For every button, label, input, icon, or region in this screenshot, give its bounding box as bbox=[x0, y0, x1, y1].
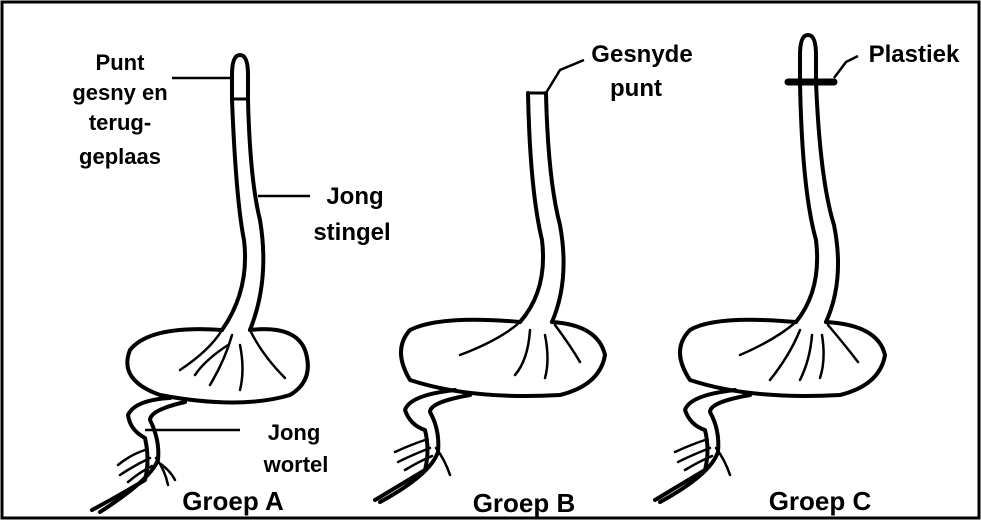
seedling-a-stem-right bbox=[248, 100, 263, 330]
label-punt-2: gesny en bbox=[72, 80, 167, 105]
seedling-c-stem-left bbox=[796, 82, 817, 322]
seedling-b-root-right bbox=[380, 395, 470, 502]
seedling-b-seed bbox=[401, 320, 605, 396]
seedling-b-stem-left bbox=[520, 93, 543, 322]
seedling-a-tip bbox=[232, 55, 248, 100]
seedling-b bbox=[375, 93, 605, 502]
label-punt-1: Punt bbox=[96, 50, 146, 75]
label-gesnyde-2: punt bbox=[610, 75, 662, 102]
seedling-b-inner-roots bbox=[460, 322, 580, 378]
seedling-a-root-right bbox=[100, 402, 185, 512]
leader-plastiek bbox=[834, 56, 858, 78]
seedling-c-inner-roots bbox=[740, 322, 858, 380]
label-jong-wortel-2: wortel bbox=[263, 452, 329, 477]
seedling-a-seed bbox=[127, 329, 308, 402]
seedling-c-tip bbox=[800, 35, 816, 82]
group-a-label: Groep A bbox=[182, 486, 284, 516]
seedling-b-stem-right bbox=[546, 93, 564, 322]
seedling-a-inner-roots bbox=[180, 330, 285, 390]
seedling-c-root-left bbox=[655, 390, 735, 500]
group-c-label: Groep C bbox=[769, 486, 872, 516]
label-gesnyde-1: Gesnyde bbox=[591, 41, 692, 68]
label-jong-stingel-2: stingel bbox=[313, 219, 390, 246]
seedling-b-root-left bbox=[375, 390, 455, 500]
label-jong-stingel-1: Jong bbox=[326, 183, 383, 210]
leader-gesnyde-punt bbox=[546, 60, 584, 93]
seedling-a-stem-left bbox=[222, 100, 245, 330]
label-plastiek: Plastiek bbox=[869, 41, 960, 68]
label-punt-3: terug- bbox=[89, 110, 151, 135]
label-punt-4: geplaas bbox=[79, 144, 161, 169]
group-b-label: Groep B bbox=[473, 488, 576, 518]
seedling-c bbox=[655, 35, 885, 502]
label-jong-wortel-1: Jong bbox=[268, 420, 321, 445]
seedling-c-root-right bbox=[660, 395, 750, 502]
seedling-c-stem-right bbox=[816, 82, 838, 322]
